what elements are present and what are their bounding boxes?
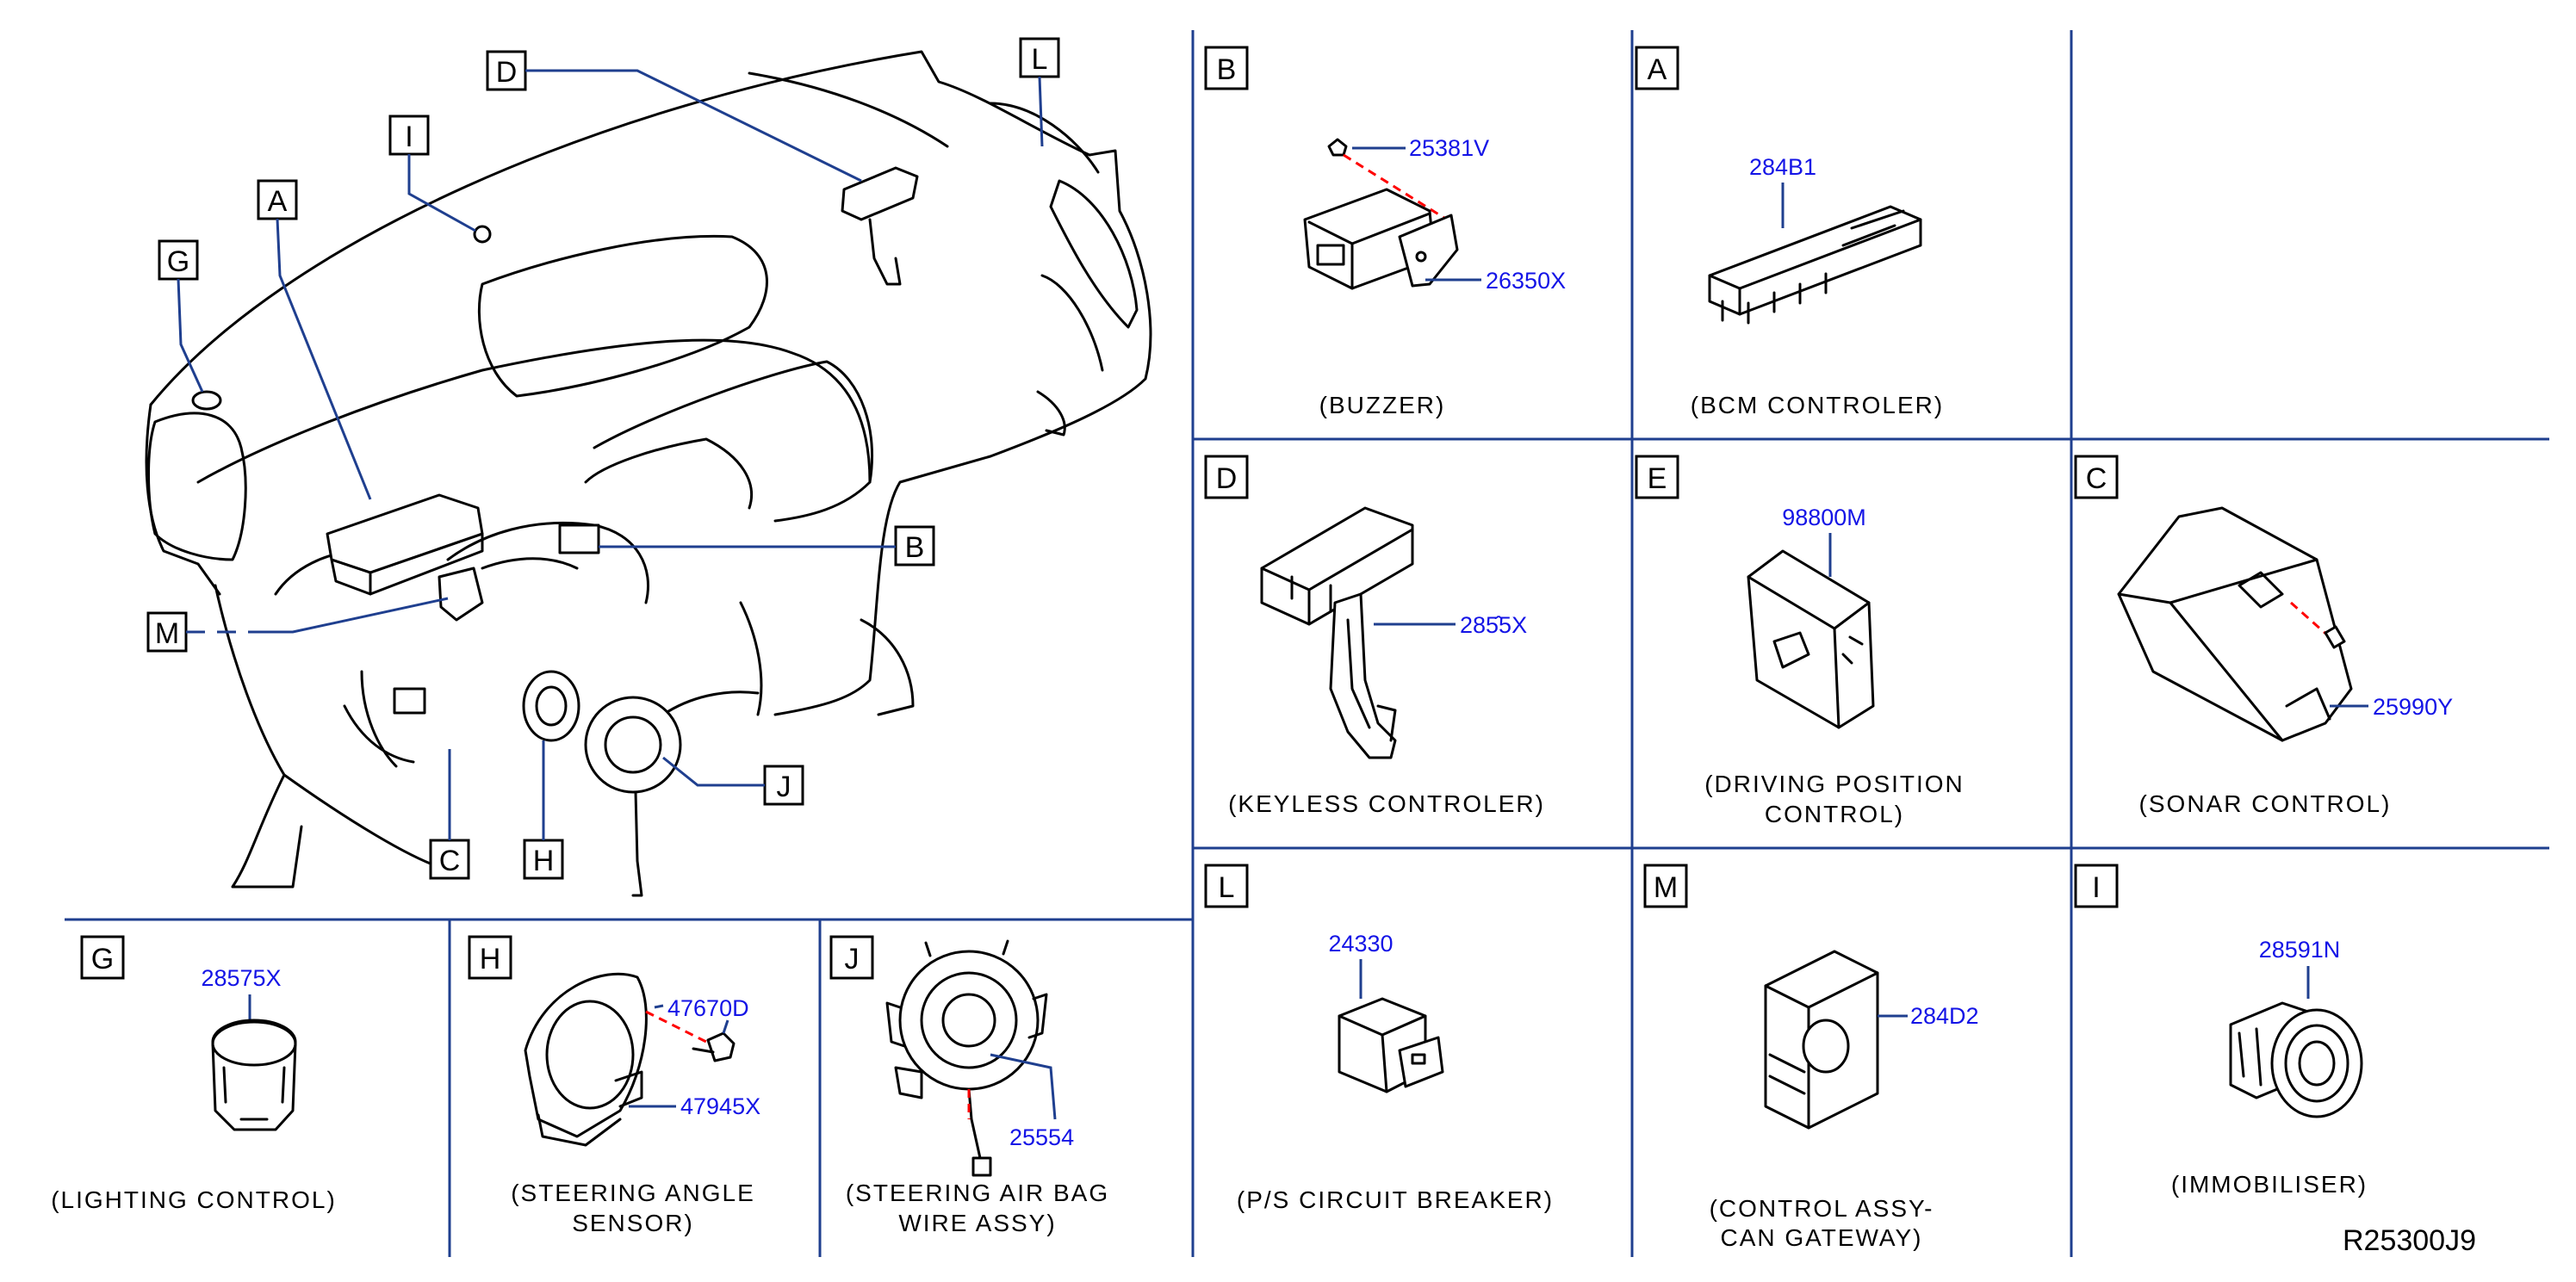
- partno-47945x: 47945X: [680, 1093, 760, 1119]
- callout-i: I: [405, 121, 413, 153]
- caption-gateway-line2: CAN GATEWAY): [1720, 1224, 1922, 1251]
- partno-284b1: 284B1: [1749, 154, 1816, 180]
- panel-steering-angle-sensor: H 47670D 47945X (STEERING ANGLE SENSOR): [468, 935, 760, 1236]
- caption-gateway-line1: (CONTROL ASSY-: [1710, 1195, 1934, 1222]
- caption-sonar: (SONAR CONTROL): [2139, 790, 2392, 817]
- partno-28591n: 28591N: [2259, 937, 2341, 963]
- panel-grid: [65, 30, 2549, 1257]
- callout-h: H: [533, 845, 555, 877]
- panel-letter-c: C: [2086, 462, 2107, 495]
- partno-47670d: 47670D: [667, 995, 749, 1021]
- gateway-unit: [1764, 950, 1879, 1130]
- screw-icon: [1327, 138, 1348, 157]
- panel-letter-i: I: [2092, 871, 2100, 904]
- caption-airbag-wire-line1: (STEERING AIR BAG: [846, 1180, 1109, 1206]
- panel-letter-b: B: [1217, 53, 1237, 86]
- overview-buzzer: [558, 523, 600, 554]
- bcm-unit: [1708, 205, 1922, 325]
- panel-letter-e: E: [1648, 462, 1667, 495]
- steering-angle-sensor-unit: [524, 972, 648, 1147]
- overview-immobiliser: [473, 225, 492, 244]
- partno-25381v: 25381V: [1409, 135, 1489, 161]
- callout-c: C: [439, 845, 461, 877]
- caption-circuit-breaker: (P/S CIRCUIT BREAKER): [1237, 1186, 1554, 1213]
- callout-l: L: [1032, 43, 1048, 76]
- panel-sonar: C 25990Y (SONAR CONTROL): [2074, 455, 2453, 817]
- panel-keyless: D 285̂5X (KEYLESS CONTROLER): [1204, 455, 1545, 817]
- panel-letter-d: D: [1216, 462, 1238, 495]
- caption-driving-position-line1: (DRIVING POSITION: [1704, 771, 1965, 797]
- lighting-sensor-unit: [211, 1019, 297, 1131]
- partno-28575x: 28575X: [201, 965, 281, 991]
- partno-25554: 25554: [1009, 1124, 1074, 1150]
- partno-284d2: 284D2: [1910, 1003, 1979, 1029]
- caption-lighting-control: (LIGHTING CONTROL): [51, 1186, 337, 1213]
- circuit-breaker-unit: [1338, 997, 1444, 1093]
- reference-code: R25300J9: [2343, 1224, 2476, 1257]
- panel-letter-g: G: [91, 943, 114, 975]
- driving-position-unit: [1747, 549, 1875, 729]
- panel-bcm: A 284B1 (BCM CONTROLER): [1635, 46, 1944, 418]
- overview-gateway: [438, 567, 484, 622]
- callout-g: G: [167, 245, 189, 278]
- partno-24330: 24330: [1328, 931, 1393, 957]
- panel-driving-position: E 98800M (DRIVING POSITION CONTROL): [1635, 455, 1965, 827]
- callout-j: J: [777, 771, 791, 803]
- panel-steering-airbag-wire: J 25554 (STEERING AIR BAG WIRE ASSY): [829, 935, 1109, 1236]
- partno-98800m: 98800M: [1782, 505, 1866, 530]
- panel-circuit-breaker: L 24330 (P/S CIRCUIT BREAKER): [1204, 864, 1554, 1213]
- buzzer-unit: [1303, 188, 1459, 290]
- caption-buzzer: (BUZZER): [1319, 392, 1446, 418]
- panel-letter-j: J: [845, 943, 860, 975]
- overview-steering-angle-sensor: [522, 670, 580, 742]
- overview-spiral-cable: [584, 696, 682, 897]
- panel-lighting-control: G 28575X (LIGHTING CONTROL): [51, 935, 337, 1213]
- callout-m: M: [155, 617, 179, 650]
- caption-airbag-wire-line2: WIRE ASSY): [898, 1210, 1056, 1236]
- panel-letter-l: L: [1219, 871, 1235, 904]
- spiral-cable-unit: [885, 939, 1048, 1177]
- overview-keyless: [841, 166, 919, 286]
- caption-bcm: (BCM CONTROLER): [1691, 392, 1944, 418]
- keyless-unit: [1260, 506, 1414, 759]
- panel-letter-h: H: [480, 943, 501, 975]
- overview-bcm: [326, 493, 484, 596]
- caption-immobiliser: (IMMOBILISER): [2171, 1171, 2368, 1198]
- immobiliser-unit: [2229, 1001, 2363, 1118]
- partno-keyless: 285̂5X: [1460, 612, 1527, 638]
- panel-buzzer: B 25381V 26350X (BUZZER): [1204, 46, 1566, 418]
- panel-immobiliser: I 28591N (IMMOBILISER): [2074, 864, 2368, 1198]
- caption-keyless: (KEYLESS CONTROLER): [1228, 790, 1545, 817]
- sensor-bolt-icon: [706, 1031, 736, 1062]
- caption-driving-position-line2: CONTROL): [1765, 801, 1904, 827]
- callout-b: B: [905, 531, 925, 564]
- sonar-unit: [2117, 506, 2353, 742]
- partno-25990y: 25990Y: [2373, 694, 2453, 720]
- overview-sonar: [393, 687, 426, 715]
- overview-callouts: D L I A G B M C H J: [146, 37, 1060, 880]
- panel-letter-a: A: [1648, 53, 1667, 86]
- sonar-bolt-icon: [2324, 625, 2346, 649]
- partno-26350x: 26350X: [1486, 268, 1566, 294]
- overview-lighting-control: [191, 390, 222, 411]
- callout-a: A: [268, 185, 288, 218]
- caption-steering-angle-line1: (STEERING ANGLE: [511, 1180, 755, 1206]
- dashboard-overview-drawing: [145, 50, 1152, 897]
- panel-letter-m: M: [1654, 871, 1678, 904]
- panel-can-gateway: M 284D2 (CONTROL ASSY- CAN GATEWAY): [1643, 864, 1979, 1251]
- callout-d: D: [496, 56, 518, 89]
- caption-steering-angle-line2: SENSOR): [572, 1210, 694, 1236]
